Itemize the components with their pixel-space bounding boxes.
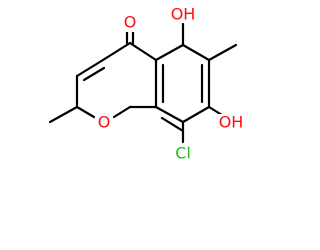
hydroxyl-bottom-label: OH [219,113,244,132]
bond [160,116,185,133]
bond [128,41,158,62]
bond [154,43,185,62]
atom-labels: O O OH OH Cl [96,5,245,163]
bond [75,105,96,119]
hydroxyl-top-label: OH [171,5,196,24]
bond [154,105,185,124]
chlorine-label: Cl [175,144,191,163]
bond [181,105,211,124]
bond [82,66,106,82]
bond [207,105,224,117]
ring-oxygen-label: O [98,113,111,132]
bond-lines [48,22,238,144]
ring-oxygen: O [96,113,112,132]
bond [181,43,211,62]
bond [48,105,79,124]
structure-diagram: O O OH OH Cl [48,5,245,163]
bond [207,43,238,62]
hydroxyl-top: OH [170,5,197,24]
bond [101,41,132,62]
hydroxyl-bottom: OH [218,113,245,132]
bond [75,58,105,78]
ketone-oxygen-label: O [124,13,137,32]
chlorine: Cl [172,144,194,163]
bond [112,105,132,119]
ketone-oxygen: O [122,13,138,32]
